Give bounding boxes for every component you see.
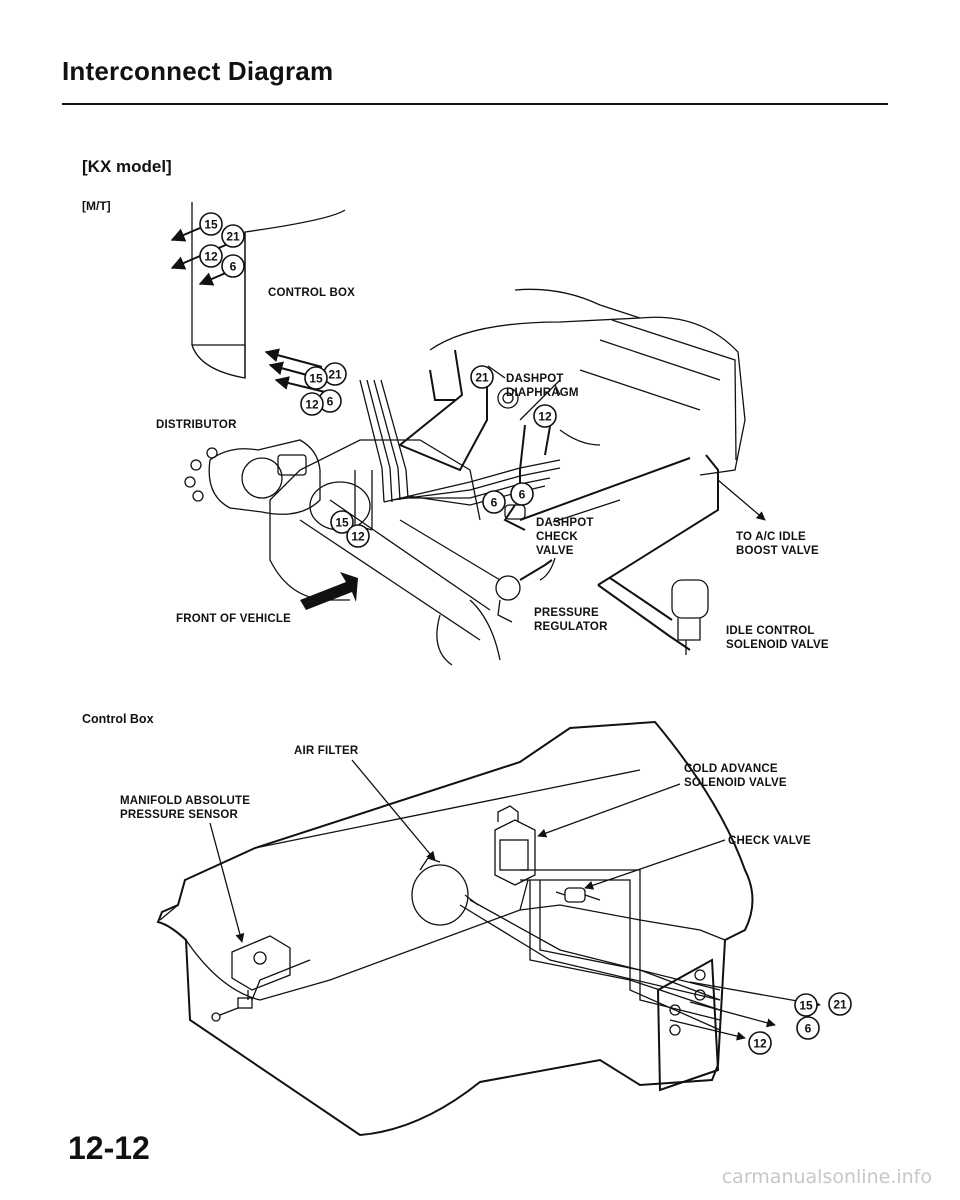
label-control-box: CONTROL BOX — [268, 287, 355, 299]
front-of-vehicle-arrow — [300, 572, 358, 610]
hose-number-circle — [794, 993, 818, 1017]
label-air-filter: AIR FILTER — [294, 745, 359, 757]
label-check-valve: CHECK VALVE — [728, 835, 811, 847]
hose-number-label: 6 — [230, 260, 237, 274]
title-rule — [62, 103, 888, 105]
label-ac-idle-boost-valve: TO A/C IDLE BOOST VALVE — [736, 531, 819, 557]
label-pressure-regulator: PRESSURE REGULATOR — [534, 607, 608, 633]
hose-number-label: 21 — [226, 230, 240, 244]
idle-control-solenoid-drawing — [519, 454, 719, 655]
hose-number-label: 12 — [753, 1037, 767, 1051]
hose-number-label: 15 — [309, 372, 323, 386]
cold-advance-solenoid-drawing — [494, 805, 536, 886]
hose-number-circle — [748, 1031, 772, 1055]
hose-number-circle — [796, 1016, 820, 1040]
hose-number-label: 12 — [204, 250, 218, 264]
hose-number-circle — [199, 212, 223, 236]
control-box-heading: Control Box — [82, 712, 154, 726]
label-front-of-vehicle: FRONT OF VEHICLE — [176, 613, 292, 625]
hose-number-label: 6 — [491, 496, 498, 510]
hose-number-circle — [533, 404, 557, 428]
hose-number-circle — [346, 524, 370, 548]
label-cold-advance-solenoid: COLD ADVANCE SOLENOID VALVE — [684, 763, 787, 789]
transmission-heading: [M/T] — [82, 199, 111, 213]
label-distributor: DISTRIBUTOR — [156, 419, 237, 431]
hose-number-circle — [470, 365, 494, 389]
hose-number-label: 21 — [328, 368, 342, 382]
vacuum-tubes-bottom — [251, 869, 721, 1031]
engine-outline — [269, 288, 746, 666]
page-number: 12-12 — [68, 1130, 150, 1166]
hose-number-circle — [482, 490, 506, 514]
hose-number-circle — [330, 510, 354, 534]
pressure-regulator-drawing — [495, 559, 553, 623]
hose-outlets — [669, 969, 706, 1036]
page-title: Interconnect Diagram — [62, 56, 334, 86]
label-idle-control-solenoid-valve: IDLE CONTROL SOLENOID VALVE — [726, 625, 829, 651]
label-dashpot-diaphragm: DASHPOT DIAPHRAGM — [506, 373, 579, 399]
air-filter-drawing — [411, 857, 479, 926]
hose-number-circle — [510, 482, 534, 506]
check-valve-drawing — [555, 887, 601, 903]
hose-number-label: 15 — [799, 999, 813, 1013]
vacuum-hose-bundle — [354, 379, 561, 531]
hose-number-circle — [300, 392, 324, 416]
top-leader-lines — [487, 365, 766, 581]
hose-number-label: 6 — [519, 488, 526, 502]
bottom-leader-lines — [209, 759, 821, 1041]
label-dashpot-check-valve: DASHPOT CHECK VALVE — [536, 517, 594, 557]
hose-number-label: 12 — [538, 410, 552, 424]
hose-number-circle — [304, 366, 328, 390]
hose-number-circle — [828, 992, 852, 1016]
hose-number-circle — [221, 224, 245, 248]
hose-outlet-plate — [656, 958, 720, 1092]
hose-number-label: 6 — [327, 395, 334, 409]
distributor-drawing — [184, 439, 371, 531]
hose-number-label: 12 — [351, 530, 365, 544]
hose-number-label: 6 — [805, 1022, 812, 1036]
hose-number-label: 12 — [305, 398, 319, 412]
control-box-housing — [156, 720, 754, 1137]
model-heading: [KX model] — [82, 157, 172, 176]
watermark: carmanualsonline.info — [721, 1166, 932, 1188]
hose-number-label: 21 — [475, 371, 489, 385]
label-map-sensor: MANIFOLD ABSOLUTE PRESSURE SENSOR — [120, 795, 251, 821]
hose-number-label: 21 — [833, 998, 847, 1012]
map-sensor-drawing — [211, 935, 291, 1022]
hose-number-circle — [221, 254, 245, 278]
hose-number-label: 15 — [335, 516, 349, 530]
hose-number-circle — [199, 244, 223, 268]
hose-number-label: 15 — [204, 218, 218, 232]
control-box-outline — [191, 202, 346, 379]
